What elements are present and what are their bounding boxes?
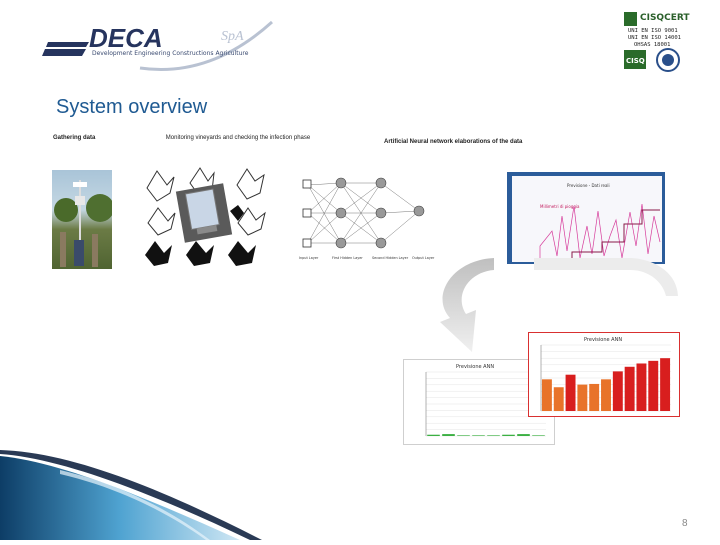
certification-line: OHSAS 18001 [634, 42, 671, 48]
deca-wordmark: DECA [89, 23, 163, 53]
chart-bar [648, 360, 659, 411]
chart-bar [601, 379, 611, 411]
nn-layer-label: Output Layer [412, 256, 435, 260]
chart-bar [472, 435, 485, 436]
screen-label: Millimetri di pioggia [540, 204, 580, 209]
nn-layer-label: First Hidden Layer [332, 256, 363, 260]
chart-bar [577, 384, 588, 411]
forecast-chart-red: Previsione ANN [528, 332, 680, 417]
vine-leaves-illustration [142, 163, 272, 268]
neural-network-diagram: Input Layer First Hidden Layer Second Hi… [286, 165, 436, 277]
nn-layer-label: Input Layer [299, 256, 319, 260]
chart-bar [636, 363, 647, 411]
curved-arrow-graphic [432, 256, 682, 356]
chart-title: Previsione ANN [584, 337, 622, 343]
nn-layer-label: Second Hidden Layer [372, 256, 409, 260]
certification-badges: CISQ [624, 12, 680, 72]
caption-gathering: Gathering data [53, 135, 96, 141]
chart-bar [553, 387, 564, 411]
bottom-decoration [0, 440, 720, 540]
chart-bar [487, 435, 500, 436]
screen-label: Previsione - Dati reali [567, 183, 610, 188]
chart-bar [532, 435, 545, 436]
cisq-badge-text: CISQ [626, 57, 645, 65]
chart-title: Previsione ANN [456, 364, 494, 370]
weather-station-photo [52, 170, 114, 269]
chart-bar [427, 434, 440, 436]
certification-line: UNI EN ISO 9001 [628, 28, 678, 34]
chart-bar [565, 374, 576, 411]
certification-name: CISQCERT [640, 13, 690, 23]
certification-line: UNI EN ISO 14001 [628, 35, 681, 41]
chart-bar [589, 383, 600, 411]
chart-bar [442, 434, 455, 436]
chart-bar [612, 371, 623, 411]
forecast-screen: Previsione - Dati reali Millimetri di pi… [512, 176, 662, 262]
caption-monitoring: Monitoring vineyards and checking the in… [165, 135, 311, 141]
chart-bar [624, 366, 635, 411]
caption-ann: Artificial Neural network elaborations o… [384, 139, 523, 145]
chart-bar [541, 379, 552, 411]
chart-bar [517, 434, 530, 436]
chart-bar [502, 434, 515, 436]
deca-logo: DECA SpA [40, 16, 280, 80]
deca-logo-graphic: DECA SpA [42, 20, 274, 72]
chart-bar [660, 358, 671, 411]
slide-title: System overview [56, 96, 208, 118]
deca-script: SpA [221, 29, 244, 44]
certification-block: CISQ [622, 10, 688, 76]
chart-bar [457, 435, 470, 436]
deca-subtitle: Development Engineering Constructions Ag… [92, 50, 249, 57]
page-number: 8 [682, 518, 688, 529]
